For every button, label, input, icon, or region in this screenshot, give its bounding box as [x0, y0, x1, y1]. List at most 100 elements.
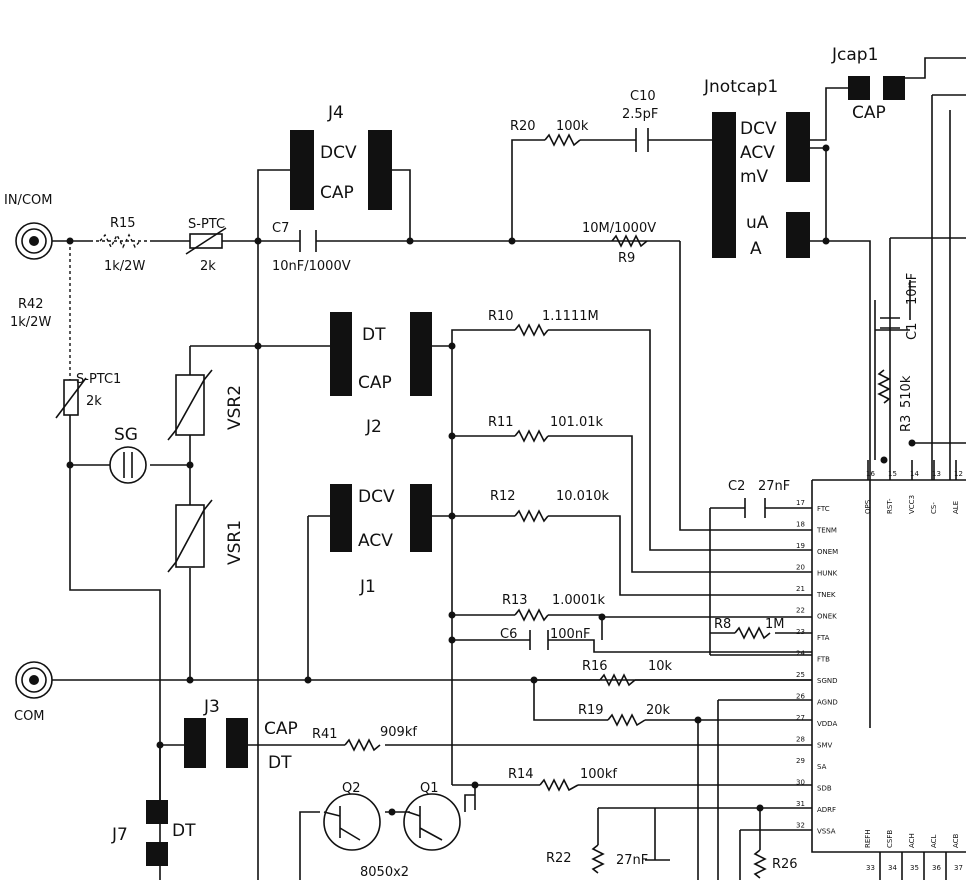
ic-pin-name: SA — [817, 763, 827, 771]
ic-pin-name: SGND — [817, 677, 838, 685]
c10-value: 2.5pF — [622, 107, 658, 122]
r42-label: R42 — [18, 297, 44, 312]
ic-pin-name: REFH — [864, 829, 872, 848]
j3-pos-a: CAP — [264, 719, 298, 739]
ic-body — [811, 479, 966, 853]
ic-pin-name: VSSA — [817, 828, 836, 836]
ic-pin-number: 16 — [866, 470, 875, 478]
ic-pin-name: VCC3 — [908, 495, 916, 514]
spark-gap-sg — [109, 446, 147, 484]
ic-pin-number: 35 — [910, 864, 919, 872]
r22-label: R22 — [546, 851, 572, 866]
sptc-value: 2k — [200, 259, 216, 274]
r11-label: R11 — [488, 415, 514, 430]
r3-value: 510k — [899, 375, 914, 408]
ic-pin-number: 13 — [932, 470, 941, 478]
r8-value: 1M — [765, 617, 785, 632]
r9-value: 10M/1000V — [582, 221, 656, 236]
sptc1-thermistor — [55, 377, 87, 419]
ic-pin-number: 27 — [796, 714, 805, 722]
resistor-r14 — [539, 778, 579, 792]
resistor-r20 — [544, 133, 581, 147]
junction-dots — [66, 144, 916, 816]
r12-label: R12 — [490, 489, 516, 504]
capacitor-c2 — [744, 498, 766, 518]
ic-pin-number: 14 — [910, 470, 919, 478]
ic-pin-number: 19 — [796, 542, 805, 550]
r11-value: 101.01k — [550, 415, 603, 430]
capacitor-c7 — [299, 230, 317, 252]
c1-label: C1 — [905, 323, 920, 340]
c6-value: 100nF — [550, 627, 591, 642]
ic-pin-name: FTC — [817, 505, 830, 513]
vsr1-label: VSR1 — [225, 520, 245, 565]
ic-pin-number: 22 — [796, 607, 805, 615]
r14-value: 100kf — [580, 767, 617, 782]
jcap1-label: Jcap1 — [831, 45, 878, 65]
r42-value: 1k/2W — [10, 315, 51, 330]
jumper-jcap1 — [848, 76, 905, 100]
ic-pin-number: 33 — [866, 864, 875, 872]
sg-label: SG — [114, 425, 138, 445]
resistor-r19 — [607, 713, 646, 727]
resistor-r11 — [514, 429, 549, 443]
r16-value: 10k — [648, 659, 673, 674]
capacitor-c6 — [529, 630, 549, 650]
resistor-r16 — [599, 673, 636, 687]
jumper-jnotcap1 — [712, 112, 810, 258]
ic-pin-number: 31 — [796, 800, 805, 808]
ic-pin-name: ONEK — [817, 613, 837, 621]
r20-label: R20 — [510, 119, 536, 134]
jumper-j3 — [184, 718, 248, 768]
r8-label: R8 — [714, 617, 731, 632]
ic-pin-name: AGND — [817, 699, 838, 707]
ic-pin-number: 20 — [796, 564, 805, 572]
sptc1-value: 2k — [86, 394, 102, 409]
r19-label: R19 — [578, 703, 604, 718]
ic-pin-number: 18 — [796, 521, 805, 529]
j2-label: J2 — [365, 417, 382, 437]
ic-pin-name: ONEM — [817, 548, 838, 556]
resistor-r12 — [514, 509, 549, 523]
r20-value: 100k — [556, 119, 589, 134]
com-label: COM — [14, 709, 45, 724]
sptc-thermistor — [185, 227, 227, 255]
ic-pin-name: FTB — [817, 656, 830, 664]
jumper-j7 — [146, 800, 168, 866]
ic-pin-name: VDDA — [817, 720, 837, 728]
ic-pin-number: 21 — [796, 585, 805, 593]
ic-pin-number: 23 — [796, 628, 805, 636]
ic-pin-name: ADRF — [817, 806, 836, 814]
ic-pin-name: ACH — [908, 833, 916, 848]
ic-pin-name: ALE — [952, 501, 960, 514]
j1-pos-b: ACV — [358, 531, 393, 551]
ic-pin-name: TENM — [816, 527, 837, 535]
c7-label: C7 — [272, 221, 289, 236]
ic-pin-name: ACB — [952, 833, 960, 848]
r41-value: 909kf — [380, 725, 417, 740]
ic-pin-number: 29 — [796, 757, 805, 765]
r19-value: 20k — [646, 703, 671, 718]
jnotcap1-label: Jnotcap1 — [703, 77, 778, 97]
ic-pin-number: 26 — [796, 693, 805, 701]
ic-pin-number: 32 — [796, 822, 805, 830]
c2-label: C2 — [728, 479, 745, 494]
ic-pin-name: RST- — [886, 498, 894, 514]
in-com-label: IN/COM — [4, 193, 52, 208]
ic-pin-number: 37 — [954, 864, 963, 872]
jcap1-pos-a: CAP — [852, 103, 886, 123]
resistor-r41 — [344, 738, 381, 752]
r26-label: R26 — [772, 857, 798, 872]
jumper-j2 — [330, 312, 432, 396]
j3-pos-b: DT — [268, 753, 292, 773]
ic-pin-number: 25 — [796, 671, 805, 679]
transistor-q2 — [323, 793, 381, 851]
capacitor-c1 — [880, 317, 900, 329]
jn-pos-e: A — [750, 239, 762, 259]
ic-pin-name: HUNK — [817, 570, 838, 578]
ic-pin-name: ACL — [930, 834, 938, 848]
ic-pin-name: SMV — [817, 742, 832, 750]
ic-left-pins: 17FTC18TENM19ONEM20HUNK21TNEK22ONEK23FTA… — [796, 499, 838, 836]
